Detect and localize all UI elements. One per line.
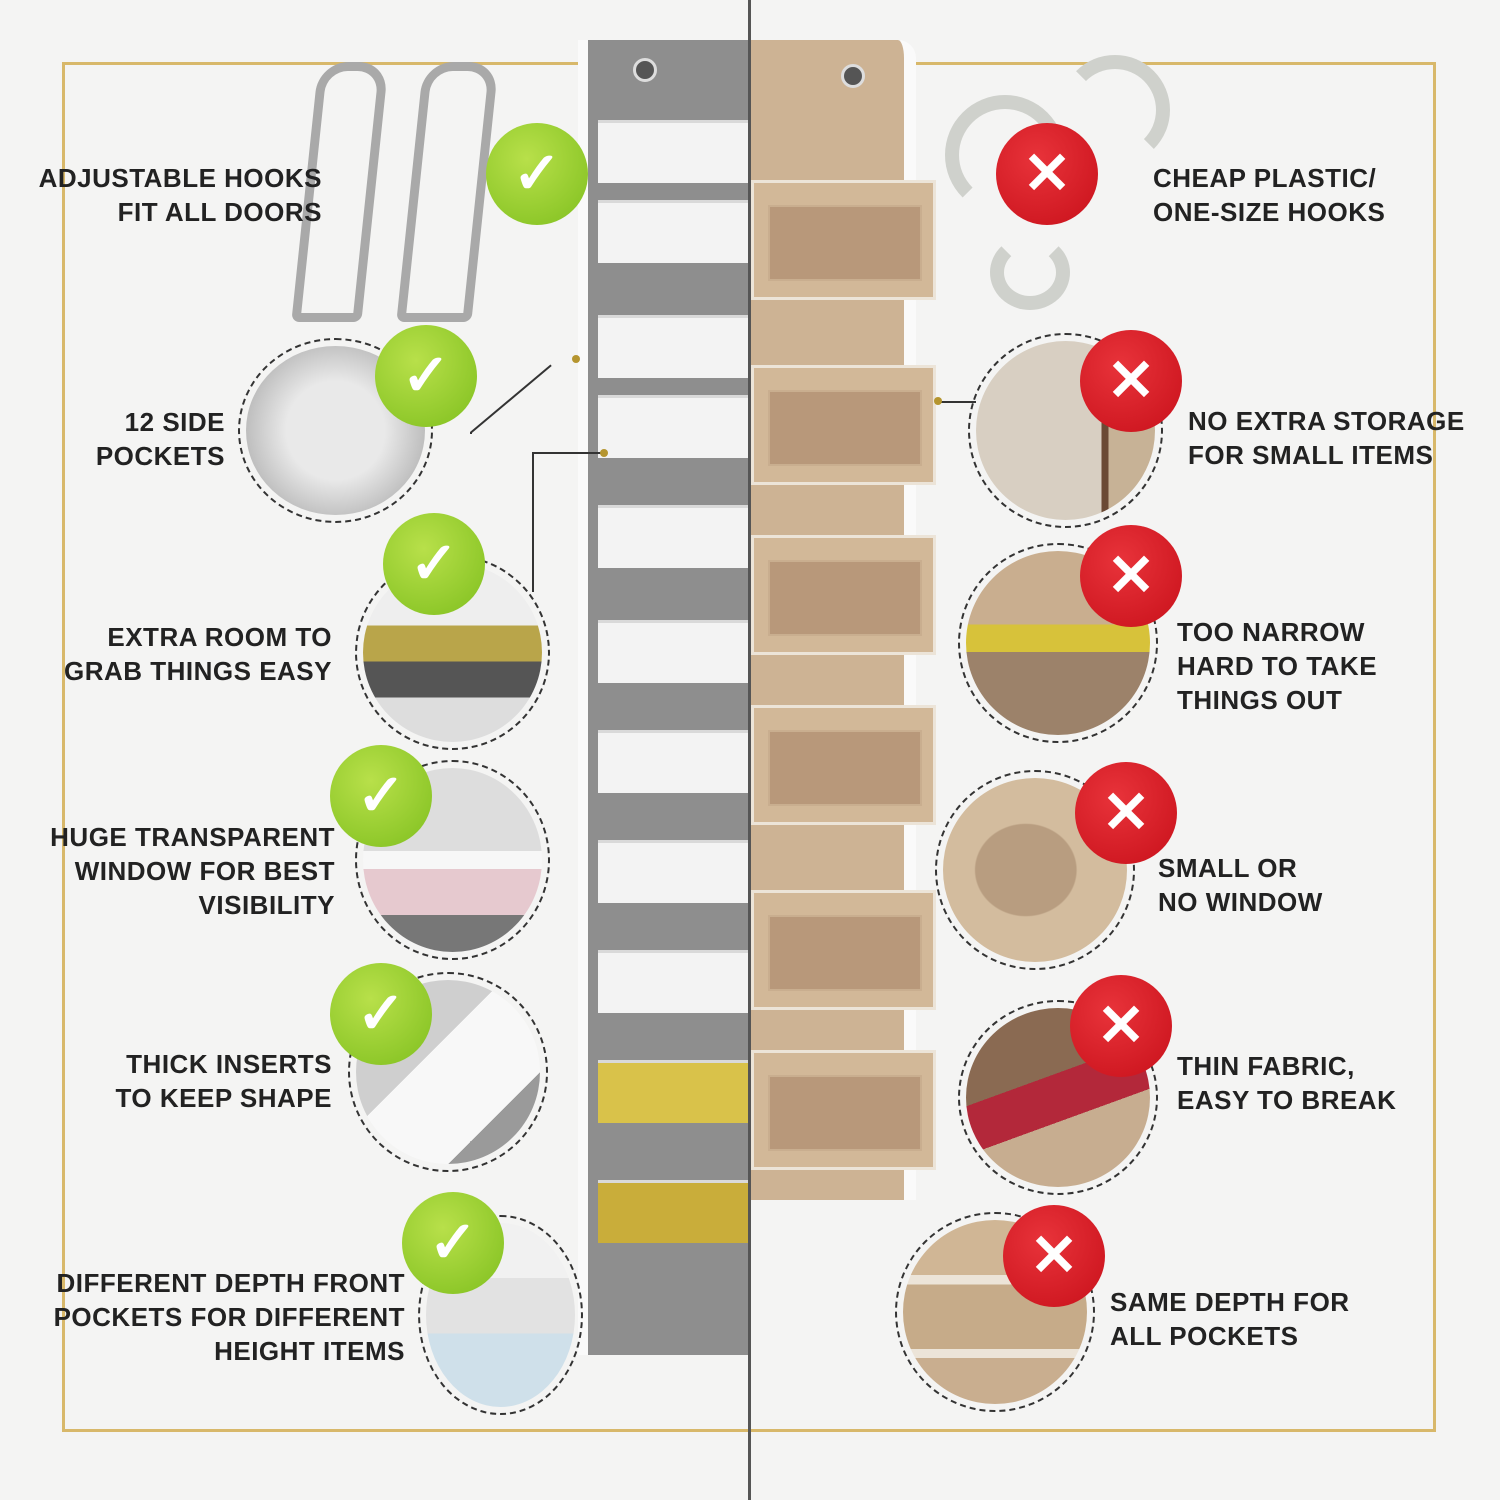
check-icon: ✓ bbox=[486, 123, 588, 225]
grommet-icon bbox=[633, 58, 657, 82]
grommet-icon bbox=[841, 64, 865, 88]
check-icon: ✓ bbox=[375, 325, 477, 427]
leader-dot bbox=[934, 397, 942, 405]
leader-dot bbox=[600, 449, 608, 457]
cross-icon: ✕ bbox=[1003, 1205, 1105, 1307]
check-icon: ✓ bbox=[383, 513, 485, 615]
center-divider bbox=[748, 0, 751, 1500]
cross-icon: ✕ bbox=[1080, 330, 1182, 432]
bad-organizer-image bbox=[751, 40, 936, 1200]
check-icon: ✓ bbox=[402, 1192, 504, 1294]
cross-icon: ✕ bbox=[996, 123, 1098, 225]
check-icon: ✓ bbox=[330, 963, 432, 1065]
cross-icon: ✕ bbox=[1070, 975, 1172, 1077]
leader-dot bbox=[572, 355, 580, 363]
leader-line bbox=[532, 452, 534, 592]
cross-icon: ✕ bbox=[1075, 762, 1177, 864]
plastic-hook-icon bbox=[990, 235, 1070, 310]
leader-line bbox=[532, 452, 604, 454]
feature-label-thin-fabric: THIN FABRIC,EASY TO BREAK bbox=[1177, 1051, 1397, 1115]
leader-line bbox=[938, 401, 976, 403]
good-organizer-image bbox=[578, 40, 748, 1355]
cross-icon: ✕ bbox=[1080, 525, 1182, 627]
feature-label-plastic-hooks: CHEAP PLASTIC/ONE-SIZE HOOKS bbox=[1153, 163, 1386, 227]
check-icon: ✓ bbox=[330, 745, 432, 847]
